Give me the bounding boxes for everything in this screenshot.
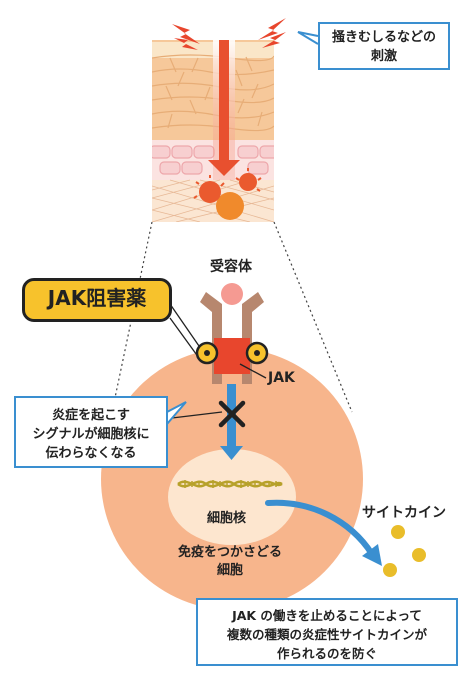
immune-cell-label-line-1: 免疫をつかさどる xyxy=(177,545,282,560)
effect-callout: JAK の働きを止めることによって 複数の種類の炎症性サイトカインが 作られるの… xyxy=(196,598,458,666)
nucleus-label: 細胞核 xyxy=(207,511,247,526)
receptor-label: 受容体 xyxy=(210,259,252,275)
jak-inhibitor-label: JAK阻害薬 xyxy=(22,278,172,322)
block-x-icon xyxy=(218,400,246,428)
dna-icon xyxy=(177,480,283,488)
effect-callout-line-2: 複数の種類の炎症性サイトカインが xyxy=(226,627,427,642)
stimulus-callout: 掻きむしるなどの 刺激 xyxy=(318,22,450,70)
cell-nucleus xyxy=(168,449,296,545)
stimulus-arrow xyxy=(208,40,240,176)
effect-callout-line-3: 作られるのを防ぐ xyxy=(276,646,377,661)
receptor xyxy=(200,283,264,384)
skin-section xyxy=(152,40,274,222)
jak-label: JAK xyxy=(268,370,295,386)
immune-cell-label: 免疫をつかさどる 細胞 xyxy=(172,544,288,580)
immune-cell-label-line-2: 細胞 xyxy=(216,563,243,578)
effect-callout-line-1: JAK の働きを止めることによって xyxy=(232,608,422,623)
cytokines xyxy=(383,525,426,577)
jak-protein xyxy=(214,338,250,374)
lightning-icon xyxy=(172,18,286,50)
signal-callout-line-2: シグナルが細胞核に xyxy=(32,427,150,442)
signal-callout-line-3: 伝わらなくなる xyxy=(45,446,137,461)
signal-callout-line-1: 炎症を起こす xyxy=(52,408,130,423)
zoom-lines xyxy=(111,221,353,413)
leader-lines xyxy=(169,303,267,419)
inflamed-cells xyxy=(193,168,262,220)
jak-inhibitor-binding xyxy=(195,341,269,365)
cytokine-release-arrow xyxy=(265,499,382,566)
signal-callout: 炎症を起こす シグナルが細胞核に 伝わらなくなる xyxy=(14,396,168,468)
stimulus-callout-line-2: 刺激 xyxy=(370,49,397,64)
cytokine-label: サイトカイン xyxy=(362,505,446,521)
callout-pointers xyxy=(166,31,319,425)
stimulus-callout-line-1: 掻きむしるなどの xyxy=(331,30,436,45)
